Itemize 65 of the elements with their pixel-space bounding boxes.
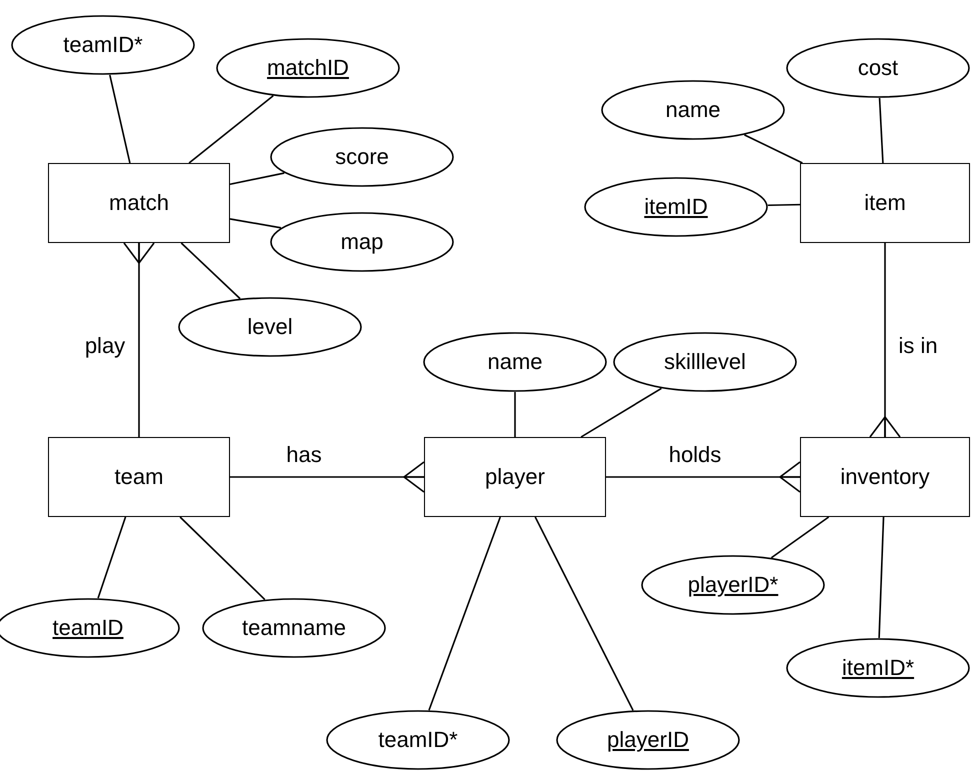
entity-box [800, 163, 970, 243]
attribute-name: level [247, 316, 293, 338]
attribute-name: teamID [52, 617, 124, 639]
attribute-name: matchID [267, 57, 349, 79]
attribute-name: teamname [242, 617, 346, 639]
attribute-name: playerID [607, 729, 689, 751]
attribute-name: teamID* [63, 34, 143, 56]
connector-line [878, 98, 884, 164]
relationship-line [869, 243, 901, 438]
key-attribute-ellipse [584, 177, 768, 237]
attribute-name: cost [858, 57, 898, 79]
connector-line [180, 242, 241, 300]
attribute-name: name [665, 99, 721, 121]
attribute-name: score [335, 146, 389, 168]
attribute-ellipse [202, 598, 386, 658]
connector-line [428, 516, 501, 710]
connector-line [230, 218, 282, 229]
key-attribute-ellipse [556, 710, 740, 770]
relationship-line [606, 461, 801, 493]
entity-name: match [109, 192, 169, 214]
connector-line [109, 74, 131, 164]
attribute-ellipse [11, 15, 195, 75]
entity-name: player [485, 466, 545, 488]
attribute-name: playerID* [688, 574, 778, 596]
attribute-ellipse [270, 127, 454, 187]
attribute-ellipse [270, 212, 454, 272]
attribute-name: teamID* [378, 729, 458, 751]
attribute-ellipse [786, 38, 970, 98]
attribute-name: name [487, 351, 543, 373]
connector-line [580, 388, 662, 438]
entity-name: team [114, 466, 164, 488]
connector-line [770, 516, 830, 558]
attribute-ellipse [423, 332, 607, 392]
connector-line [180, 516, 266, 600]
entity-box [48, 163, 230, 243]
edge-label: holds [668, 444, 722, 466]
edge-label: play [84, 335, 126, 357]
relationship-line [230, 461, 425, 493]
relationship-line [123, 242, 155, 437]
attribute-ellipse [326, 710, 510, 770]
attribute-ellipse [613, 332, 797, 392]
connector-line [878, 516, 884, 638]
edge-label: has [286, 444, 322, 466]
edge-label: is in [898, 335, 938, 357]
key-attribute-ellipse [786, 638, 970, 698]
connector-line [534, 516, 634, 711]
attribute-name: map [340, 231, 384, 253]
connector-line [514, 392, 516, 437]
attribute-name: skilllevel [664, 351, 746, 373]
attribute-name: itemID [644, 196, 708, 218]
entity-name: item [864, 192, 906, 214]
entity-box [48, 437, 230, 517]
entity-box [800, 437, 970, 517]
connector-line [188, 95, 274, 164]
connector-line [744, 134, 803, 164]
key-attribute-ellipse [641, 555, 825, 615]
entity-box [424, 437, 606, 517]
connector-line [230, 172, 284, 186]
attribute-name: itemID* [842, 657, 914, 679]
entity-name: inventory [840, 466, 930, 488]
connector-line [97, 516, 126, 598]
attribute-ellipse [601, 80, 785, 140]
key-attribute-ellipse [216, 38, 400, 98]
attribute-ellipse [178, 297, 362, 357]
connector-line [768, 204, 800, 206]
